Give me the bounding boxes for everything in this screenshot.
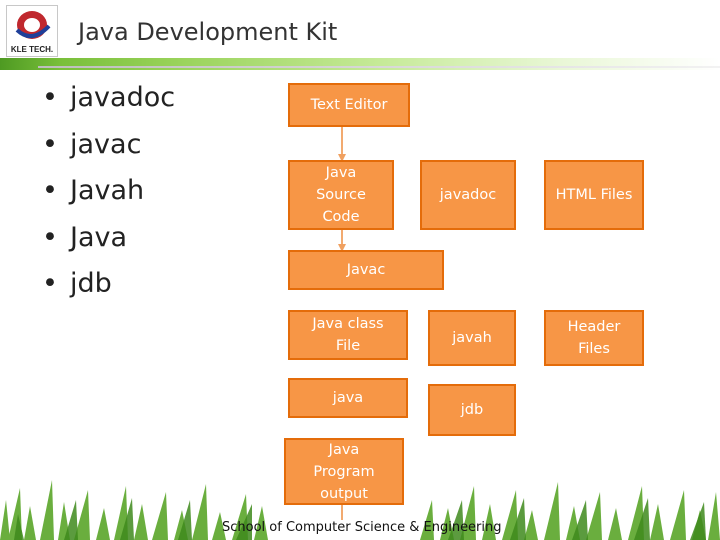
bullet-symbol: • xyxy=(42,175,58,206)
logo-emblem-icon xyxy=(15,11,51,39)
bullet-text: Javah xyxy=(70,175,145,206)
box-header-files: Header Files xyxy=(544,310,644,366)
bullet-text: Java xyxy=(70,221,128,253)
box-java-class-file: Java class File xyxy=(288,310,408,360)
bullet-text: jdb xyxy=(70,268,112,299)
bullet-item: • javadoc xyxy=(42,80,175,127)
bullet-item: • Java xyxy=(42,220,175,267)
header-rule-gray xyxy=(38,66,720,68)
box-html-files: HTML Files xyxy=(544,160,644,230)
slide-title: Java Development Kit xyxy=(78,18,338,46)
box-java: java xyxy=(288,378,408,418)
header-rule xyxy=(0,58,720,70)
kle-tech-logo: KLE TECH. xyxy=(6,5,58,57)
box-javac: Javac xyxy=(288,250,444,290)
box-java-source-code: Java Source Code xyxy=(288,160,394,230)
box-javadoc: javadoc xyxy=(420,160,516,230)
bullet-symbol: • xyxy=(42,221,58,253)
bullet-symbol: • xyxy=(42,268,58,299)
bullet-text: javac xyxy=(70,128,142,160)
footer-text: School of Computer Science & Engineering xyxy=(222,520,502,535)
bullet-symbol: • xyxy=(42,128,58,160)
bullet-symbol: • xyxy=(42,82,58,113)
bullet-text: javadoc xyxy=(70,82,176,113)
bullet-item: • javac xyxy=(42,127,175,174)
logo-text: KLE TECH. xyxy=(10,45,54,54)
box-javah: javah xyxy=(428,310,516,366)
bullet-item: • Javah xyxy=(42,173,175,220)
box-java-program-output: Java Program output xyxy=(284,438,404,505)
bullet-item: • jdb xyxy=(42,266,175,313)
tool-bullet-list: • javadoc • javac • Javah • Java • jdb xyxy=(42,80,175,313)
box-text-editor: Text Editor xyxy=(288,83,410,127)
box-jdb: jdb xyxy=(428,384,516,436)
